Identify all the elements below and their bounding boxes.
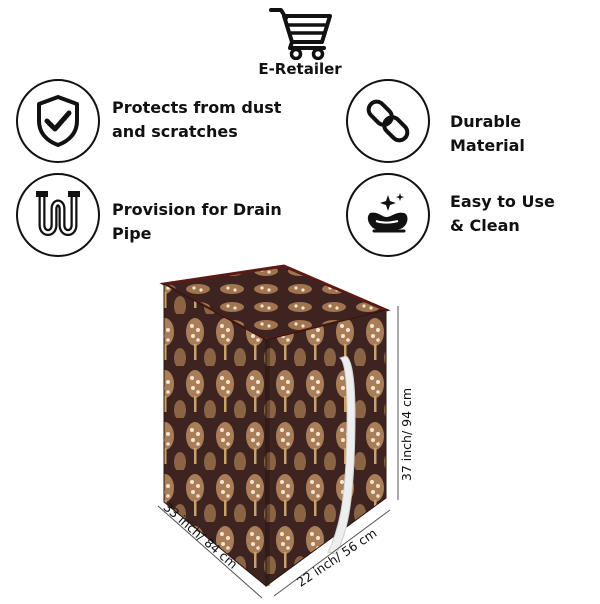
washing-machine-cover-image: [150, 262, 450, 600]
feature-line: & Clean: [450, 216, 520, 235]
feature-line: Easy to Use: [450, 192, 555, 211]
chain-link-icon: [346, 79, 430, 163]
cleaning-icon: [346, 173, 430, 257]
feature-line: and scratches: [112, 122, 238, 141]
feature-line: Provision for Drain: [112, 200, 282, 219]
feature-line: Durable Material: [450, 112, 525, 155]
cart-icon: [268, 4, 334, 61]
feature-durable-text: Durable Material: [450, 110, 600, 158]
shield-check-icon: [16, 79, 100, 163]
height-dimension-label: 37 inch/ 94 cm: [399, 387, 415, 482]
feature-drain-text: Provision for Drain Pipe: [112, 198, 282, 246]
brand-name: E-Retailer: [258, 60, 342, 78]
feature-line: Protects from dust: [112, 98, 282, 117]
feature-easy-clean-text: Easy to Use & Clean: [450, 190, 555, 238]
drain-pipe-icon: [16, 173, 100, 257]
feature-line: Pipe: [112, 224, 152, 243]
feature-dust-protection-text: Protects from dust and scratches: [112, 96, 281, 144]
